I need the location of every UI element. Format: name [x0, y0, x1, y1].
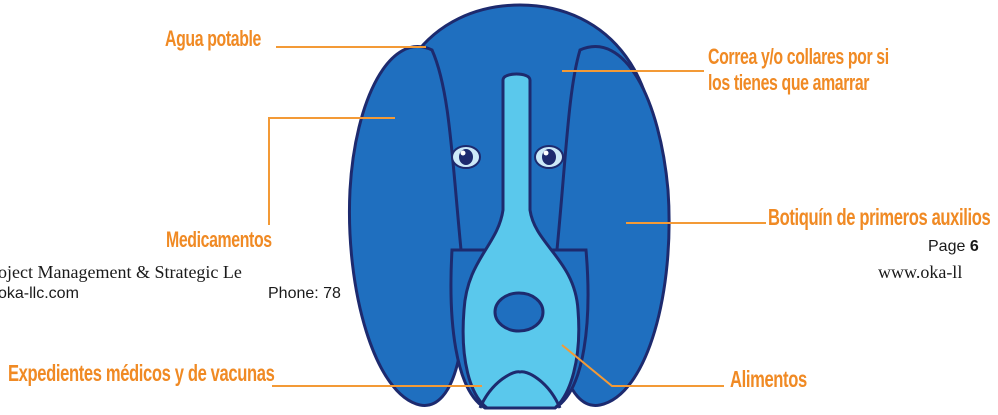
- leader-alimentos: [0, 0, 998, 415]
